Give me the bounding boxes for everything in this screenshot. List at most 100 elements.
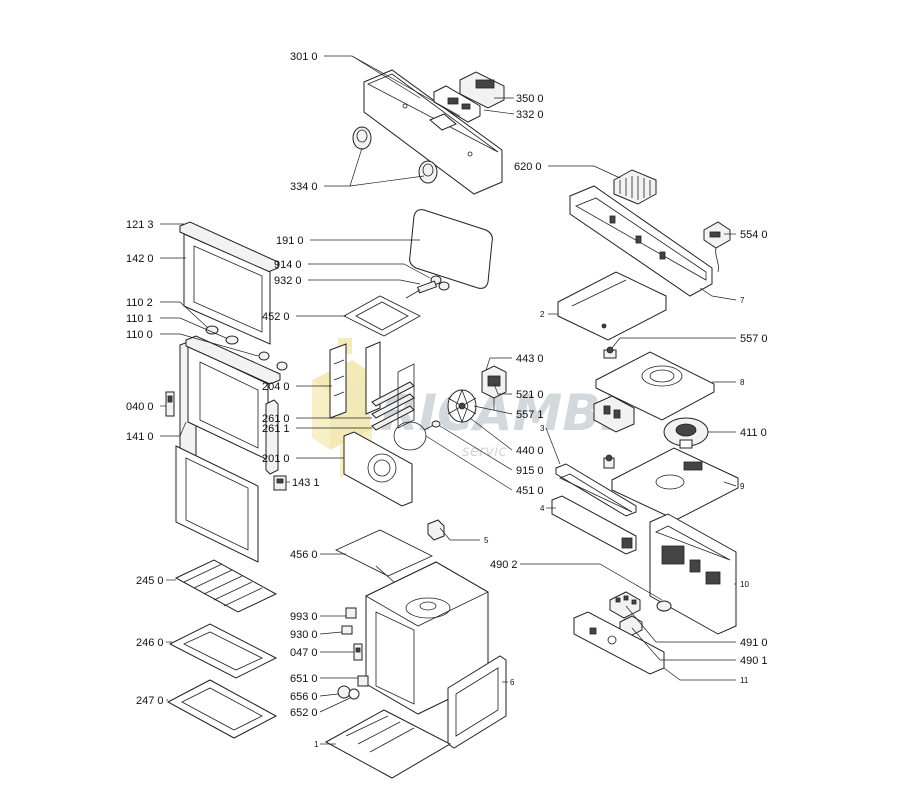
top-heater-452 [343,289,421,337]
control-panel-11 [573,611,665,675]
label-651-0: 651 0 [290,673,318,685]
label-993-0: 993 0 [290,611,318,623]
switch-block-491 [609,591,641,619]
nut-915 [431,420,441,428]
label-2: 2 [540,310,545,319]
switch-047 [353,643,363,661]
label-656-0: 656 0 [290,691,318,703]
knob-490-2 [656,600,672,612]
label-110-2: 110 2 [126,297,153,309]
label-521-0: 521 0 [516,389,544,401]
label-930-0: 930 0 [290,629,318,641]
outer-glass-142 [183,233,271,345]
lamp-cover-993 [345,607,357,619]
hinge-block-143 [273,475,287,491]
label-11: 11 [740,676,749,685]
knob-334-a [352,126,372,150]
label-456-0: 456 0 [290,549,318,561]
thermostat-557-1 [603,454,615,469]
fan-housing-8 [595,351,715,421]
label-7: 7 [740,296,745,305]
label-491-0: 491 0 [740,637,768,649]
label-261-0: 261 0 [262,413,290,425]
watermark-tagline: servic [462,442,507,460]
oven-base-1 [324,709,452,779]
lamp-holder-651 [357,675,369,687]
bottom-heater-456 [335,529,433,583]
spacer-110-1 [225,335,239,345]
label-141-0: 141 0 [126,431,154,443]
thermostat-557-0 [603,346,617,359]
knob-334-b [418,160,438,184]
leader-lines [160,55,737,745]
label-301-0: 301 0 [290,51,318,63]
label-451-0: 451 0 [516,485,544,497]
label-915-0: 915 0 [516,465,544,477]
support-bracket-5 [427,519,445,541]
spacer-pair-110-0 [258,351,288,371]
label-143-1: 143 1 [292,477,320,489]
wire-rack-245 [174,559,278,613]
fan-blade-440 [447,388,477,424]
label-9: 9 [740,482,745,491]
board-4 [551,495,637,555]
label-620-0: 620 0 [514,161,542,173]
label-3: 3 [540,424,545,433]
cover-9 [611,447,739,521]
label-142-0: 142 0 [126,253,154,265]
label-932-0: 932 0 [274,275,302,287]
label-047-0: 047 0 [290,647,318,659]
label-110-0: 110 0 [126,329,153,341]
label-247-0: 247 0 [136,695,164,707]
part-number-labels: 301 0 350 0 332 0 334 0 620 0 121 3 191 … [126,51,768,749]
label-10: 10 [740,580,749,589]
inner-door-141 [179,335,281,475]
hinge-040 [165,391,175,417]
oven-cavity [365,561,489,715]
deep-tray-247 [166,679,278,739]
rear-panel-201 [343,431,413,507]
relay-554 [703,221,731,273]
spacer-110-2 [205,325,219,335]
label-350-0: 350 0 [516,93,544,105]
terminal-board-521 [593,395,635,433]
label-490-1: 490 1 [740,655,768,667]
label-411-0: 411 0 [740,427,767,439]
label-557-1: 557 1 [516,409,544,421]
label-121-3: 121 3 [126,219,154,231]
side-runners-204 [329,341,381,419]
label-452-0: 452 0 [262,311,290,323]
display-board-350 [433,71,505,123]
label-557-0: 557 0 [740,333,768,345]
cooling-fan-620 [613,169,657,205]
label-914-0: 914 0 [274,259,302,271]
screw-932 [416,280,450,294]
label-261-1: 261 1 [262,423,290,435]
label-8: 8 [740,378,745,387]
label-040-0: 040 0 [126,401,154,413]
plate-2 [557,271,667,341]
tangential-fan-411 [663,417,709,449]
door-gasket-191 [409,209,493,289]
lamp-656 [337,685,351,699]
rear-housing-10 [649,513,737,635]
strip-3 [555,463,637,517]
label-440-0: 440 0 [516,445,544,457]
label-201-0: 201 0 [262,453,290,465]
baking-tray-246 [168,623,278,679]
shelf-supports-261 [371,363,415,431]
label-204-0: 204 0 [262,381,290,393]
inner-glass-pane [175,445,259,563]
label-332-0: 332 0 [516,109,544,121]
top-frame-7 [569,185,713,297]
label-490-2: 490 2 [490,559,518,571]
label-110-1: 110 1 [126,313,153,325]
label-246-0: 246 0 [136,637,164,649]
control-panel-301 [363,69,503,195]
label-443-0: 443 0 [516,353,544,365]
label-191-0: 191 0 [276,235,304,247]
door-top-trim-121 [179,221,279,273]
label-5: 5 [484,536,489,545]
lamp-glass-652 [348,688,360,700]
